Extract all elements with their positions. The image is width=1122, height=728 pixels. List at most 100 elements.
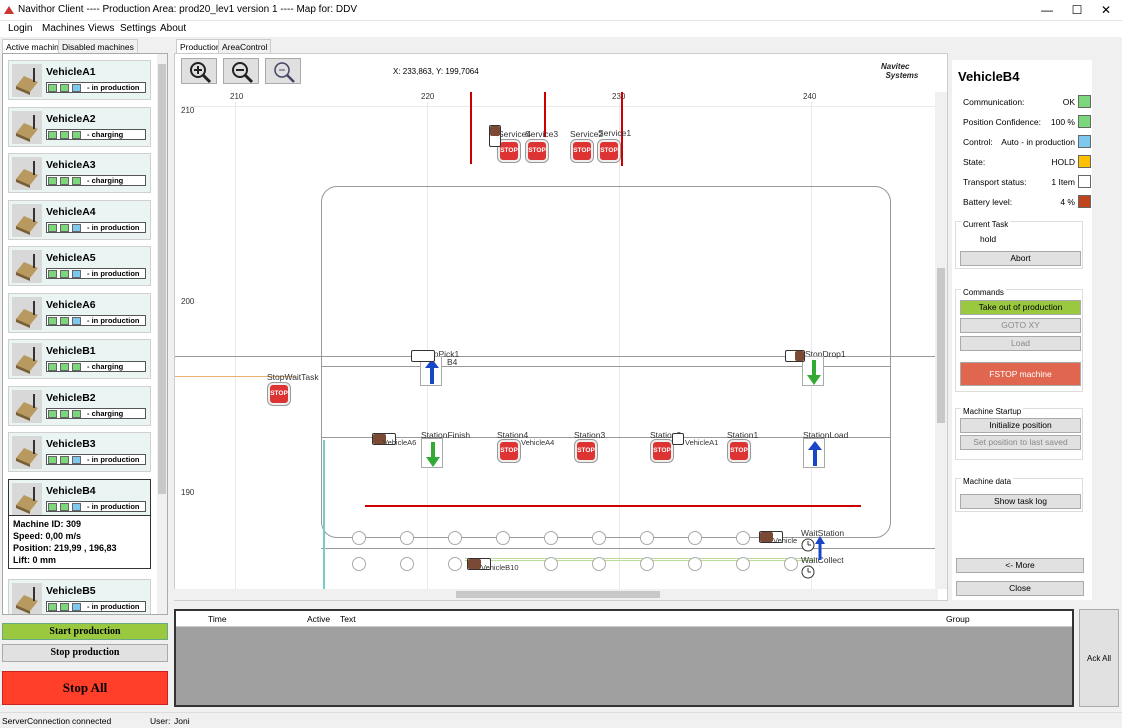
log-col-text[interactable]: Text [340,614,356,624]
label-waitcollect: WaitCollect [801,555,844,565]
goto-xy-button[interactable]: GOTO XY [960,318,1081,333]
load-arrow-up-icon[interactable] [803,438,825,468]
vehicle-list-item[interactable]: VehicleA4- in production [8,199,151,240]
menu-login[interactable]: Login [8,23,33,34]
vehicle-b10-marker[interactable] [467,558,491,570]
map-canvas[interactable]: X: 233,863, Y: 199,7064 Navitec Systems … [174,53,948,601]
cyan-track [323,440,327,600]
stop-sign-waittask[interactable]: STOP [267,382,291,406]
vehicle-b4-marker[interactable] [411,350,435,362]
set-position-last-saved-button[interactable]: Set position to last saved [960,435,1081,450]
stop-sign-service4[interactable]: STOP [497,139,521,163]
grid-line [811,102,812,600]
map-vertical-scrollbar[interactable] [935,92,947,589]
waypoint [352,531,366,545]
ack-all-button[interactable]: Ack All [1079,609,1119,707]
vehicle-marker[interactable] [489,125,501,147]
menu-views[interactable]: Views [88,23,115,34]
initialize-position-button[interactable]: Initialize position [960,418,1081,433]
status-value: 1 Item [1051,177,1075,187]
zoom-in-button[interactable] [181,58,217,84]
communication-indicator [48,409,57,418]
position-indicator [60,177,69,185]
vehicle-status-box: - charging [46,175,146,186]
tab-disabled-machines[interactable]: Disabled machines [58,39,138,53]
control-indicator [72,502,81,511]
waypoint [400,531,414,545]
log-col-active[interactable]: Active [307,614,331,624]
machine-list-scrollbar[interactable] [157,54,167,614]
commands-label: Commands [961,288,1006,297]
log-col-group[interactable]: Group [946,614,970,624]
vehicle-marker[interactable] [785,350,805,362]
fstop-machine-button[interactable]: FSTOP machine [960,362,1081,386]
communication-indicator [48,223,57,232]
zoom-out-button[interactable] [223,58,259,84]
zoom-fit-button[interactable] [265,58,301,84]
take-out-of-production-button[interactable]: Take out of production [960,300,1081,315]
stop-sign-station2[interactable]: STOP [650,439,674,463]
load-button[interactable]: Load [960,336,1081,351]
label-station4: Station4 [497,430,529,440]
more-button[interactable]: <- More [956,558,1084,573]
minimize-button[interactable]: — [1041,3,1053,17]
status-row: Control:Auto - in production [963,135,1095,149]
vehicle-list-item[interactable]: VehicleA2- charging [8,106,151,147]
vehicle-list-item[interactable]: VehicleA1- in production [8,60,151,100]
stop-all-button[interactable]: Stop All [2,671,168,705]
label-station2: Station2 [650,430,682,440]
vehicle-list-item[interactable]: VehicleA6- in production [8,292,151,333]
tab-areacontrol[interactable]: AreaControl [218,39,272,53]
logo-line1: Navitec [881,62,910,71]
vehicle-list-item[interactable]: VehicleA3- charging [8,153,151,193]
status-value: OK [1062,97,1075,107]
maximize-button[interactable]: ☐ [1071,3,1083,17]
vehicle-marker[interactable] [759,531,783,543]
stop-sign-station4[interactable]: STOP [497,439,521,463]
stop-sign-service1[interactable]: STOP [597,139,621,163]
vehicle-list-item[interactable]: VehicleB4- in production [8,478,151,519]
position-indicator [60,602,69,611]
zoom-out-icon [232,62,254,84]
vehicle-status: - charging [87,362,124,371]
menu-about[interactable]: About [160,23,187,34]
vehicle-list-item[interactable]: VehicleB5- in production [8,578,151,614]
machine-data-group: Machine data Show task log [955,477,1083,512]
event-log[interactable]: Time Active Text Group [174,609,1074,707]
stop-sign-service3[interactable]: STOP [525,139,549,163]
map-horizontal-scrollbar[interactable] [174,589,938,600]
x-tick: 240 [803,92,817,101]
finish-arrow-down-icon[interactable] [421,438,443,468]
show-task-log-button[interactable]: Show task log [960,494,1081,509]
vehicle-a6-marker[interactable] [372,433,396,445]
vehicle-list-item[interactable]: VehicleB1- charging [8,339,151,379]
current-task-group: Current Task hold Abort [955,220,1083,269]
vehicle-list-item[interactable]: VehicleB3- in production [8,432,151,472]
stop-sign-station3[interactable]: STOP [574,439,598,463]
abort-button[interactable]: Abort [960,251,1081,266]
menu-settings[interactable]: Settings [120,23,157,34]
start-production-button[interactable]: Start production [2,623,168,640]
stop-sign-service2[interactable]: STOP [570,139,594,163]
menu-machines[interactable]: Machines [42,23,85,34]
waypoint [544,557,558,571]
drop-arrow-down-icon[interactable] [802,356,824,386]
barrier-line [621,92,623,166]
status-key: Position Confidence: [963,117,1041,127]
stop-sign-station1[interactable]: STOP [727,439,751,463]
vehicle-list-item[interactable]: VehicleB2- charging [8,385,151,426]
close-window-button[interactable]: ✕ [1100,3,1112,17]
log-col-time[interactable]: Time [208,614,227,624]
user-value: Joni [174,716,190,726]
waypoint [688,531,702,545]
grid-line [235,102,236,600]
stop-production-button[interactable]: Stop production [2,644,168,662]
label-vehiclea6: VehicleA6 [383,438,417,447]
vehicle-list-item[interactable]: VehicleA5- in production [8,246,151,286]
status-key: Battery level: [963,197,1013,207]
close-panel-button[interactable]: Close [956,581,1084,596]
label-stationfinish: StationFinish [421,430,471,440]
status-indicator [1078,155,1091,168]
vehicle-a1-marker[interactable] [672,433,684,445]
